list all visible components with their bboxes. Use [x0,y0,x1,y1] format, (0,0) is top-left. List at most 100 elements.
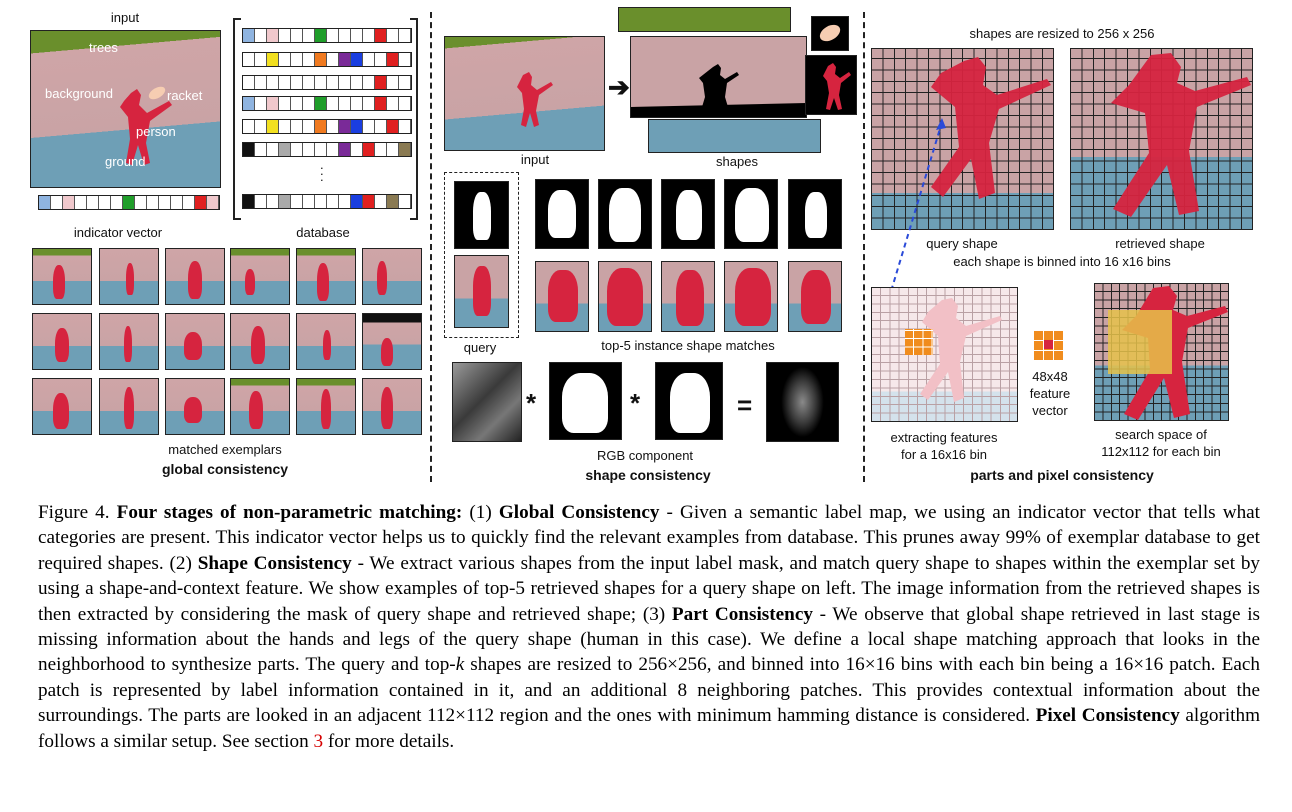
database-bracket-right [410,18,418,220]
query-shape-grid [871,48,1054,230]
match-colored [661,261,715,332]
stage-1-number: (1) [469,502,492,523]
exemplar-tile [99,313,159,370]
rgb-result [766,362,839,442]
query-shape-silhouette [454,181,509,249]
exemplar-tile [32,313,92,370]
figure-label: Figure 4. [38,502,110,523]
database-row [242,28,412,43]
stage-3-text-a: - We observe that global shape retrieved… [38,603,1260,676]
section-reference-link[interactable]: 3 [313,730,324,752]
matched-exemplars-label: matched exemplars [168,442,282,457]
exemplar-tile [362,248,422,305]
top5-matches-label: top-5 instance shape matches [601,338,775,353]
retrieved-mask [655,362,723,440]
match-silhouette [724,179,778,249]
shape-racket [811,16,849,51]
indicator-vector-label: indicator vector [73,225,163,240]
indicator-vector [38,195,220,210]
retrieved-shape-grid [1070,48,1253,230]
match-colored [535,261,589,332]
stage-4-tail: for more details. [327,730,455,752]
stage-4-title: Pixel Consistency [1035,705,1180,727]
exemplar-tile [362,378,422,435]
stage-2-text: - We extract various shapes from the inp… [38,552,1261,625]
database-bracket-left [233,18,241,220]
shape-input-map [444,36,605,151]
feature-bin-highlight [905,329,933,355]
multiply-operator-2: * [630,388,641,418]
exemplar-tile [296,248,356,305]
figure-caption: Figure 4. Four stages of non-parametric … [38,500,1260,754]
exemplar-tile [32,248,92,305]
match-colored [598,261,652,332]
racket-label: racket [167,88,203,103]
person-label: person [136,124,176,139]
database-row [242,142,412,157]
exemplar-tile [32,378,92,435]
database-ellipsis: ... [320,157,324,184]
query-shape-label: query shape [926,236,998,251]
person-silhouette-icon [120,86,172,165]
exemplar-tile [99,248,159,305]
feature-extraction-grid [871,287,1018,422]
rgb-photo [452,362,522,442]
search-label-1: search space of [1115,427,1207,442]
trees-label: trees [89,40,118,55]
feature-vector-icon [1034,330,1064,360]
stage-3-text-b: shapes are resized to 256×256, and binne… [38,654,1261,727]
retrieved-shape-label: retrieved shape [1115,236,1205,251]
global-consistency-title: global consistency [161,461,289,477]
extract-label-2: for a 16x16 bin [900,447,988,462]
query-shape-colored [454,255,509,328]
stage-3-k: k [455,654,465,676]
ground-label: ground [105,154,146,169]
search-label-2: 112x112 for each bin [1101,444,1221,459]
exemplar-tile [165,248,225,305]
shape-trees [618,7,791,32]
exemplar-tile [230,313,290,370]
shape-consistency-title: shape consistency [585,467,711,483]
global-input-label: input [110,10,140,25]
input-label-map [30,30,221,188]
match-colored [788,261,842,332]
exemplar-tile [165,378,225,435]
stage-4-text: algorithm follows a similar setup. See s… [38,705,1260,752]
shape-input-label: input [520,152,550,167]
parts-consistency-title: parts and pixel consistency [970,467,1154,483]
match-silhouette [598,179,652,249]
feature-label-1: 48x48 [1032,369,1068,384]
arrow-right-icon: ➔ [608,72,630,102]
query-mask [549,362,622,440]
shapes-label: shapes [716,154,758,169]
stage-3-title: Part Consistency [671,603,813,625]
database-label: database [296,225,350,240]
query-label: query [463,340,497,355]
rgb-component-label: RGB component [596,448,694,463]
shape-background [630,36,807,118]
database-row [242,96,412,111]
binned-label: each shape is binned into 16 x16 bins [953,254,1171,269]
database-row [242,52,412,67]
database-row [242,75,412,90]
dashed-arrow-icon [891,118,946,289]
resize-label: shapes are resized to 256 x 256 [969,26,1155,41]
exemplar-tile [165,313,225,370]
extract-label-1: extracting features [890,430,998,445]
stage-2-title: Shape Consistency [197,552,352,574]
stage-1-text: - Given a semantic label map, we using a… [38,502,1261,574]
stage-1-title: Global Consistency [498,502,660,523]
shape-person [805,55,857,115]
database-row [242,194,412,209]
exemplar-tile [296,313,356,370]
query-box [444,172,519,338]
match-silhouette [535,179,589,249]
divider [863,12,865,482]
database-row [242,119,412,134]
shape-ground [648,119,821,153]
match-colored [724,261,778,332]
exemplar-tile [230,378,290,435]
match-silhouette [661,179,715,249]
feature-label-3: vector [1032,403,1068,418]
exemplar-tile [362,313,422,370]
